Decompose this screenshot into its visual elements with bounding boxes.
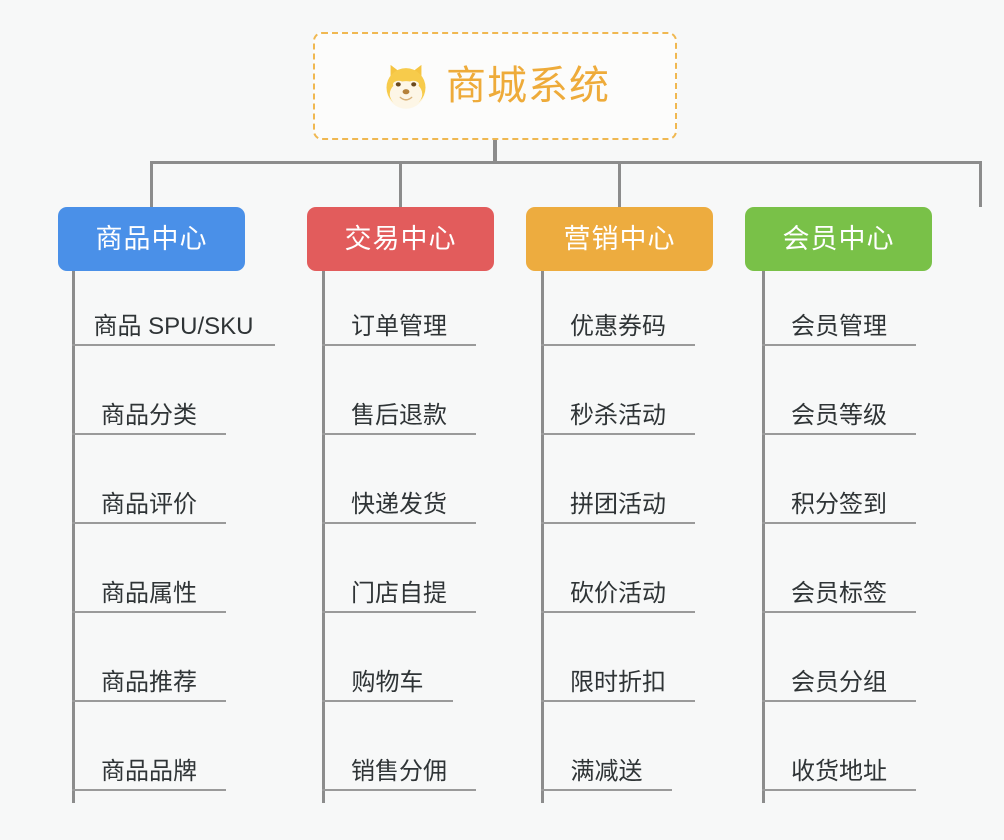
leaf-item[interactable]: 优惠券码 [541,290,695,346]
leaf-item[interactable]: 积分签到 [762,468,916,524]
branch-header-member-center[interactable]: 会员中心 [745,207,932,271]
leaf-item-label: 积分签到 [791,491,887,519]
leaf-item-label: 会员标签 [791,580,887,608]
leaf-spine-trade-center [322,271,325,803]
leaf-item[interactable]: 商品 SPU/SKU [72,290,275,346]
leaf-item-label: 快递发货 [351,491,447,519]
branch-bus-connector [150,161,982,164]
root-title: 商城系统 [446,64,610,108]
leaf-item-label: 满减送 [570,758,643,786]
leaf-item-label: 商品属性 [101,580,197,608]
leaf-item-label: 会员等级 [791,402,887,430]
branch-drop-connector-2 [399,161,402,207]
leaf-item-label: 销售分佣 [351,758,447,786]
branch-header-trade-center[interactable]: 交易中心 [307,207,494,271]
leaf-item[interactable]: 秒杀活动 [541,379,695,435]
branch-header-label: 营销中心 [563,223,676,254]
leaf-item[interactable]: 拼团活动 [541,468,695,524]
leaf-item-label: 商品推荐 [101,669,197,697]
leaf-spine-marketing-center [541,271,544,803]
leaf-item[interactable]: 砍价活动 [541,557,695,613]
root-node-shop-system[interactable]: 商城系统 [313,32,677,140]
branch-header-label: 会员中心 [782,223,895,254]
leaf-item[interactable]: 会员标签 [762,557,916,613]
branch-drop-connector-3 [618,161,621,207]
leaf-item-label: 购物车 [351,669,424,697]
leaf-item[interactable]: 会员管理 [762,290,916,346]
leaf-item-label: 限时折扣 [570,669,666,697]
leaf-item-label: 商品 SPU/SKU [93,313,254,341]
branch-header-product-center[interactable]: 商品中心 [58,207,245,271]
shiba-dog-face-icon [380,60,432,112]
leaf-item-label: 商品品牌 [101,758,197,786]
leaf-item[interactable]: 会员分组 [762,646,916,702]
leaf-item[interactable]: 限时折扣 [541,646,695,702]
branch-drop-connector-1 [150,161,153,207]
leaf-item[interactable]: 售后退款 [322,379,476,435]
leaf-item[interactable]: 收货地址 [762,735,916,791]
leaf-item[interactable]: 满减送 [541,735,672,791]
root-stem-connector [493,140,497,164]
leaf-item-label: 秒杀活动 [570,402,666,430]
leaf-item[interactable]: 会员等级 [762,379,916,435]
leaf-item[interactable]: 门店自提 [322,557,476,613]
leaf-item[interactable]: 商品推荐 [72,646,226,702]
leaf-item-label: 收货地址 [791,758,887,786]
leaf-item[interactable]: 购物车 [322,646,453,702]
leaf-spine-member-center [762,271,765,803]
leaf-item-label: 售后退款 [351,402,447,430]
leaf-item-label: 门店自提 [351,580,447,608]
leaf-item-label: 优惠券码 [570,313,666,341]
leaf-item[interactable]: 商品分类 [72,379,226,435]
leaf-item-label: 砍价活动 [570,580,666,608]
leaf-item[interactable]: 销售分佣 [322,735,476,791]
leaf-item[interactable]: 订单管理 [322,290,476,346]
leaf-spine-product-center [72,271,75,803]
leaf-item-label: 拼团活动 [570,491,666,519]
leaf-item-label: 商品评价 [101,491,197,519]
branch-header-marketing-center[interactable]: 营销中心 [526,207,713,271]
branch-drop-connector-4 [979,161,982,207]
leaf-item[interactable]: 商品品牌 [72,735,226,791]
branch-header-label: 商品中心 [95,223,208,254]
leaf-item[interactable]: 快递发货 [322,468,476,524]
leaf-item[interactable]: 商品评价 [72,468,226,524]
leaf-item-label: 订单管理 [351,313,447,341]
leaf-item-label: 会员分组 [791,669,887,697]
leaf-item-label: 商品分类 [101,402,197,430]
branch-header-label: 交易中心 [344,223,457,254]
leaf-item[interactable]: 商品属性 [72,557,226,613]
leaf-item-label: 会员管理 [791,313,887,341]
